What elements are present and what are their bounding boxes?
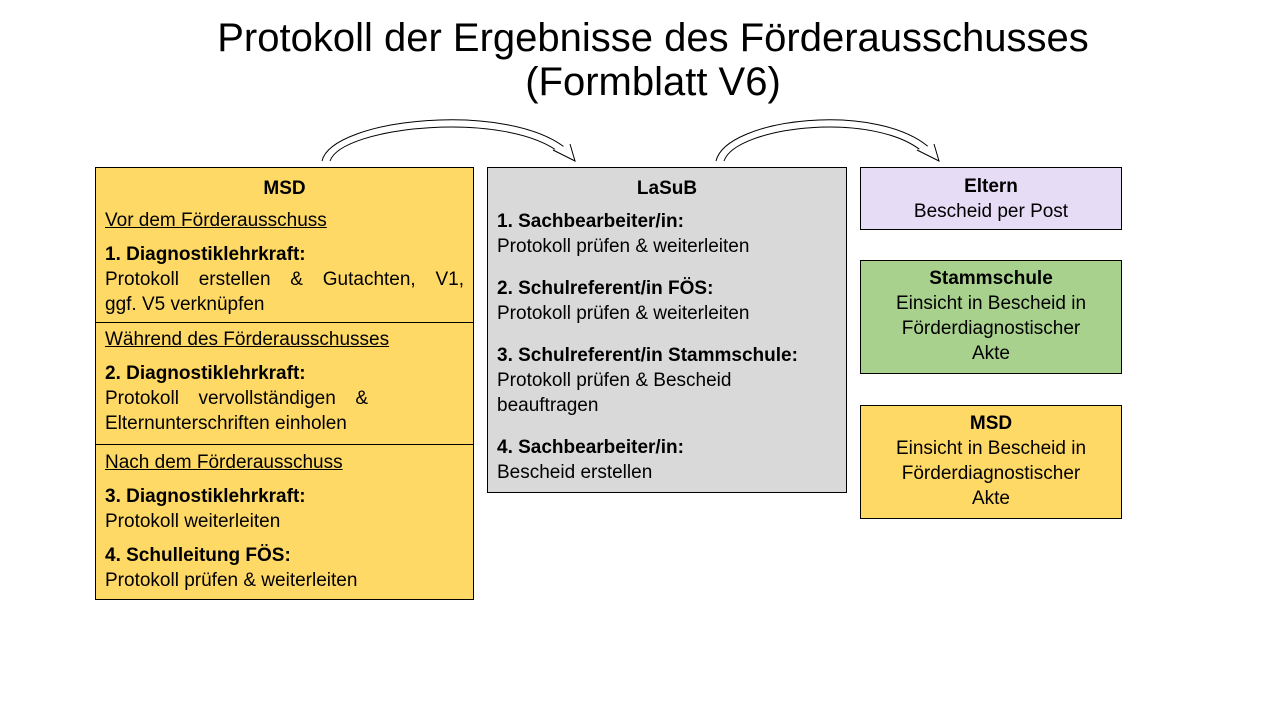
msd-akte-header: MSD <box>969 413 1013 434</box>
eltern-text: Bescheid per Post <box>913 201 1069 222</box>
step-text: Protokoll prüfen & Bescheid <box>497 370 732 391</box>
step-role: 3. Diagnostiklehrkraft: <box>105 486 306 507</box>
msd-header: MSD <box>263 178 306 199</box>
msd-section-during: Während des Förderausschusses 2. Diagnos… <box>96 323 473 445</box>
msd-akte-text: Einsicht in Bescheid in <box>895 438 1087 459</box>
step-text: Protokoll prüfen & weiterleiten <box>497 236 750 257</box>
lasub-box: LaSuB 1. Sachbearbeiter/in: Protokoll pr… <box>487 167 847 493</box>
stammschule-text: Förderdiagnostischer <box>901 318 1081 339</box>
step-text: beauftragen <box>497 395 599 416</box>
page-title: Protokoll der Ergebnisse des Förderaussc… <box>0 16 1280 104</box>
step-text: Protokoll vervollständigen & <box>105 388 368 409</box>
lasub-header: LaSuB <box>636 178 698 199</box>
msd-section-heading: Nach dem Förderausschuss <box>105 452 343 473</box>
step-role: 2. Schulreferent/in FÖS: <box>497 278 714 299</box>
eltern-box: Eltern Bescheid per Post <box>860 167 1122 230</box>
msd-akte-text: Förderdiagnostischer <box>901 463 1081 484</box>
curved-arrow-msd-to-lasub <box>321 119 576 162</box>
stammschule-box: Stammschule Einsicht in Bescheid in Förd… <box>860 260 1122 374</box>
msd-section-heading: Vor dem Förderausschuss <box>105 210 327 231</box>
step-role: 4. Sachbearbeiter/in: <box>497 437 684 458</box>
msd-section-before: MSD Vor dem Förderausschuss 1. Diagnosti… <box>96 168 473 323</box>
step-text: Protokoll prüfen & weiterleiten <box>105 570 358 591</box>
step-role: 1. Diagnostiklehrkraft: <box>105 244 306 265</box>
step-text: Protokoll erstellen & Gutachten, V1, <box>105 269 464 290</box>
step-text: Elternunterschriften einholen <box>105 413 347 434</box>
step-text: ggf. V5 verknüpfen <box>105 294 265 315</box>
msd-box: MSD Vor dem Förderausschuss 1. Diagnosti… <box>95 167 474 600</box>
curved-arrow-lasub-to-eltern <box>715 119 940 162</box>
eltern-header: Eltern <box>964 176 1018 197</box>
stammschule-header: Stammschule <box>929 268 1053 289</box>
stammschule-text: Einsicht in Bescheid in <box>895 293 1087 314</box>
msd-akte-box: MSD Einsicht in Bescheid in Förderdiagno… <box>860 405 1122 519</box>
step-text: Protokoll weiterleiten <box>105 511 281 532</box>
msd-akte-text: Akte <box>971 488 1011 509</box>
msd-section-heading: Während des Förderausschusses <box>105 329 390 350</box>
msd-section-after: Nach dem Förderausschuss 3. Diagnostikle… <box>96 445 473 599</box>
title-line-2: (Formblatt V6) <box>525 60 781 104</box>
step-role: 4. Schulleitung FÖS: <box>105 545 291 566</box>
title-line-1: Protokoll der Ergebnisse des Förderaussc… <box>217 16 1089 60</box>
step-text: Protokoll prüfen & weiterleiten <box>497 303 750 324</box>
step-role: 1. Sachbearbeiter/in: <box>497 211 684 232</box>
stammschule-text: Akte <box>971 343 1011 364</box>
step-role: 3. Schulreferent/in Stammschule: <box>497 345 798 366</box>
step-role: 2. Diagnostiklehrkraft: <box>105 363 306 384</box>
step-text: Bescheid erstellen <box>497 462 653 483</box>
